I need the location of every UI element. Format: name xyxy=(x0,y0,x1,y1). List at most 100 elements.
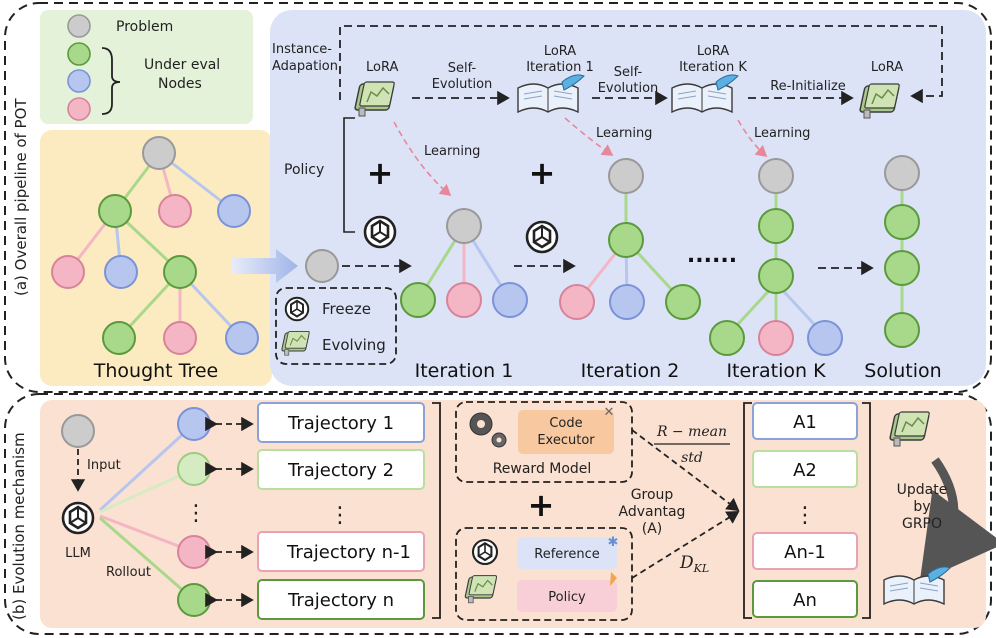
input-problem-node xyxy=(305,249,339,283)
learning-arrow-1 xyxy=(393,121,452,197)
code-executor-box xyxy=(518,410,614,454)
snowflake-icon: ✱ xyxy=(608,535,619,550)
plus-sign-bottom: + xyxy=(528,486,555,524)
code-executor-line1: Code xyxy=(549,416,582,431)
llm-label: LLM xyxy=(65,546,91,561)
trajectory-bracket xyxy=(432,402,441,619)
solution-label: Solution xyxy=(864,360,941,382)
rollout-fan xyxy=(98,407,211,617)
trajectory-n-box xyxy=(257,579,425,620)
learning-arrow-2 xyxy=(564,117,614,156)
plus-sign-1: + xyxy=(367,154,394,192)
input-label: Input xyxy=(87,458,121,473)
thought-tree xyxy=(51,136,259,355)
formula-denominator: std xyxy=(681,450,703,466)
lora-iterk-line1: LoRA xyxy=(697,44,729,59)
learning-label-2: Learning xyxy=(596,126,652,141)
trajectory-n-label: Trajectory n xyxy=(287,590,394,611)
legend-blue-node xyxy=(67,69,91,93)
trajectory-1-label: Trajectory 1 xyxy=(287,413,394,434)
self-evolution-1-line1: Self- xyxy=(448,61,477,76)
update-line3: GRPO xyxy=(902,516,942,532)
policy-box xyxy=(517,580,617,612)
formula-numerator: R − mean xyxy=(656,424,727,440)
openai-icon-2 xyxy=(525,220,559,254)
advantage-dots: ⋮ xyxy=(794,503,816,528)
learning-label-1: Learning xyxy=(424,144,480,159)
freeze-openai-icon xyxy=(284,296,310,322)
learning-arrow-3 xyxy=(737,119,768,158)
advantage-right-bracket xyxy=(862,402,871,619)
trajectory-n-1-box xyxy=(257,531,425,572)
update-line1: Update xyxy=(897,482,948,498)
solution-chain xyxy=(884,155,920,348)
reference-box xyxy=(517,537,617,569)
iteration-k-tree xyxy=(709,158,843,356)
iteration-2-label: Iteration 2 xyxy=(581,360,680,382)
self-evolution-2-line2: Evolution xyxy=(598,81,659,96)
trajectory-n-1-label: Trajectory n-1 xyxy=(286,542,411,563)
update-line2: by xyxy=(913,499,930,515)
group-advantage-line1: Group xyxy=(631,487,674,503)
close-icon: ✕ xyxy=(604,405,615,420)
rollout-vertical-dots: ⋮ xyxy=(185,501,207,526)
instance-adaptation-line1: Instance- xyxy=(272,42,332,57)
llm-icon xyxy=(61,501,95,535)
legend-under-eval-line1: Under eval xyxy=(144,57,220,73)
lora-iterk-line2: Iteration K xyxy=(679,60,747,75)
bottom-section-label: (b) Evolution mechanism xyxy=(10,432,28,620)
rollout-label: Rollout xyxy=(106,565,151,580)
advantage-2-box xyxy=(752,450,858,488)
reference-label: Reference xyxy=(534,547,599,562)
advantage-2-label: A2 xyxy=(793,460,817,481)
legend-green-node xyxy=(67,42,91,66)
self-evolution-2-line1: Self- xyxy=(614,65,643,80)
legend-under-eval-line2: Nodes xyxy=(158,76,202,92)
self-evolution-1-line2: Evolution xyxy=(432,77,493,92)
top-section-label: (a) Overall pipeline of POT xyxy=(12,98,30,296)
legend-panel xyxy=(40,10,253,124)
group-advantage-line2: Advantag xyxy=(619,504,686,520)
lora-iter1-line2: Iteration 1 xyxy=(526,60,594,75)
grpo-update-arrow xyxy=(919,457,996,582)
advantage-left-bracket xyxy=(743,402,752,619)
iteration-k-label: Iteration K xyxy=(726,360,826,382)
advantage-1-label: A1 xyxy=(793,412,817,433)
input-node xyxy=(61,414,95,448)
flame-icon xyxy=(610,572,617,586)
group-advantage-line3: (A) xyxy=(642,521,663,537)
openai-icon-1 xyxy=(363,215,397,249)
trajectory-links xyxy=(205,416,254,608)
iteration-1-label: Iteration 1 xyxy=(415,360,514,382)
freeze-label: Freeze xyxy=(322,300,371,318)
legend-pink-node xyxy=(67,97,91,121)
trajectory-1-box xyxy=(257,402,425,443)
lora-final-label: LoRA xyxy=(871,60,903,75)
iteration-dots: ...... xyxy=(687,243,737,268)
trajectory-2-label: Trajectory 2 xyxy=(287,460,394,481)
iteration-1-tree xyxy=(400,208,528,318)
tree-to-pipeline-arrow xyxy=(232,249,298,283)
code-executor-line2: Executor xyxy=(537,433,595,448)
thought-tree-label: Thought Tree xyxy=(93,360,219,382)
top-section-frame xyxy=(4,2,992,393)
legend-brace xyxy=(101,47,121,115)
reference-openai-icon xyxy=(471,538,499,566)
policy-bracket xyxy=(343,117,355,233)
lora-label: LoRA xyxy=(366,60,398,75)
plus-sign-2: + xyxy=(529,154,556,192)
advantage-n-label: An xyxy=(793,590,817,611)
legend-problem-label: Problem xyxy=(116,19,173,35)
iteration-2-tree xyxy=(559,158,701,320)
reinit-loop-line xyxy=(339,25,943,104)
advantage-n-1-label: An-1 xyxy=(784,542,826,563)
advantage-n-1-box xyxy=(752,532,858,570)
dkl-label: DKL xyxy=(679,553,709,575)
policy-box-label: Policy xyxy=(548,590,586,605)
instance-adaptation-line2: Adapation xyxy=(272,59,338,74)
reinitialize-label: Re-Initialize xyxy=(770,79,846,94)
trajectory-dots: ⋮ xyxy=(329,503,351,528)
reward-model-label: Reward Model xyxy=(493,461,592,477)
evolving-label: Evolving xyxy=(322,336,386,354)
